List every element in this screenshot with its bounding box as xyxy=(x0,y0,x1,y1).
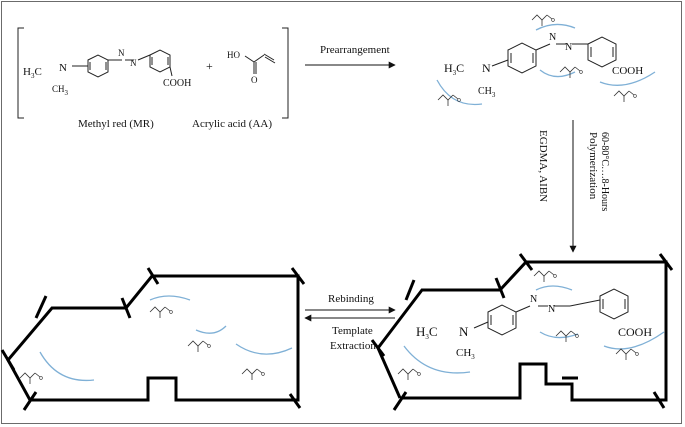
mr-methyl: CH3 xyxy=(52,84,69,97)
aa-hydroxyl: HO xyxy=(227,50,240,60)
reactants-group: H3C N CH3 N N COOH + HO O Methyl red (MR… xyxy=(17,27,289,130)
binding-site-arcs xyxy=(436,23,656,106)
template-acid: COOH xyxy=(618,325,652,339)
complex-acid: COOH xyxy=(612,65,643,77)
acrylic-acid-structure xyxy=(244,53,276,74)
prearrangement-label: Prearrangement xyxy=(320,44,390,56)
imprinted-polymer-empty xyxy=(0,267,306,411)
svg-text:N: N xyxy=(548,304,555,315)
extraction-label: Extraction xyxy=(330,340,376,352)
methyl-red-caption: Methyl red (MR) xyxy=(78,118,154,130)
mr-amine-n: N xyxy=(59,62,67,74)
acrylic-acid-caption: Acrylic acid (AA) xyxy=(192,118,272,130)
svg-text:N: N xyxy=(482,61,491,75)
template-amine: H3C xyxy=(416,324,438,341)
complex-amine: H3C xyxy=(444,61,464,77)
rebinding-label: Rebinding xyxy=(328,293,374,305)
conditions-label: 60-80°C….8-Hours xyxy=(599,132,610,211)
imprinted-polymer-with-template: N N H3C N CH3 COOH xyxy=(370,253,674,411)
prepolymerization-complex: N N H3C N CH3 COOH xyxy=(436,14,656,107)
methyl-red-structure xyxy=(72,49,173,78)
svg-text:N: N xyxy=(459,324,469,339)
svg-text:N: N xyxy=(565,42,572,53)
mr-azo-n1: N xyxy=(118,48,125,58)
mr-amine-h: H3C xyxy=(23,66,42,80)
left-bracket xyxy=(17,27,24,119)
template-label: Template xyxy=(332,325,373,337)
aa-carbonyl-o: O xyxy=(251,75,258,85)
svg-text:CH3: CH3 xyxy=(478,86,496,99)
svg-text:CH3: CH3 xyxy=(456,347,475,361)
plus-sign: + xyxy=(206,59,213,73)
mr-azo-n2: N xyxy=(130,58,137,68)
svg-text:N: N xyxy=(549,32,556,43)
svg-text:N: N xyxy=(530,294,537,305)
reagents-label: EGDMA, AIBN xyxy=(537,130,549,202)
mr-acid-group: COOH xyxy=(163,78,191,89)
right-bracket xyxy=(282,27,289,119)
polymerization-label: Polymerization xyxy=(587,132,599,200)
